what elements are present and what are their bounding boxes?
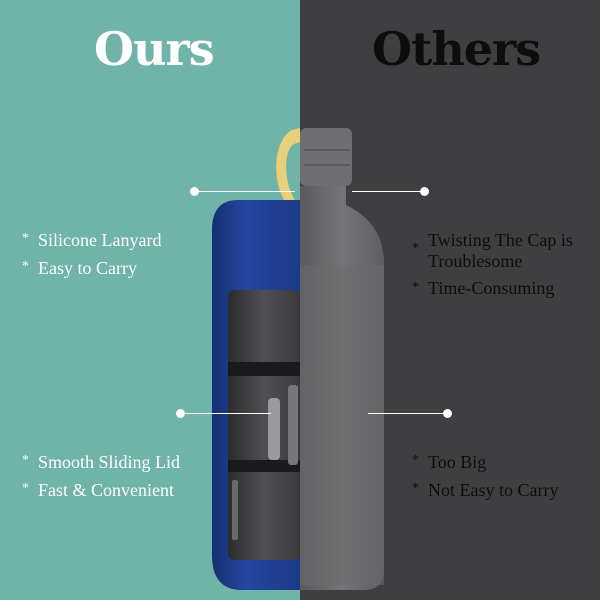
glass-window	[228, 290, 300, 560]
feature-item: *Easy to Carry	[22, 254, 161, 282]
callout-line-others-top	[352, 191, 422, 192]
star-bullet-icon: *	[412, 453, 419, 468]
callout-dot-ours-top	[190, 187, 199, 196]
feature-item: *Silicone Lanyard	[22, 226, 161, 254]
screw-cap	[300, 128, 352, 186]
feature-item: *Not Easy to Carry	[412, 476, 558, 504]
ours-top-features: *Silicone Lanyard *Easy to Carry	[22, 226, 161, 282]
callout-line-ours-top	[195, 191, 295, 192]
others-heading: Others	[372, 22, 541, 76]
feature-item: *Time-Consuming	[412, 278, 555, 298]
ours-heading: Ours	[94, 22, 215, 76]
callout-dot-others-bottom	[443, 409, 452, 418]
callout-line-others-bottom	[368, 413, 446, 414]
feature-item: *Fast & Convenient	[22, 476, 180, 504]
sliding-lid-band	[228, 362, 300, 376]
callout-line-ours-bottom	[181, 413, 271, 414]
others-top-features: *Twisting The Cap is Troublesome *Time-C…	[412, 230, 582, 305]
others-bottom-features: *Too Big *Not Easy to Carry	[412, 448, 558, 504]
star-bullet-icon: *	[22, 481, 29, 496]
ours-bottom-features: *Smooth Sliding Lid *Fast & Convenient	[22, 448, 180, 504]
others-bottle	[300, 128, 384, 590]
ours-bottle	[212, 128, 300, 590]
feature-item: *Twisting The Cap is Troublesome	[412, 230, 573, 271]
lanyard-icon	[276, 128, 300, 210]
star-bullet-icon: *	[22, 231, 29, 246]
star-bullet-icon: *	[412, 280, 419, 295]
star-bullet-icon: *	[412, 241, 419, 256]
star-bullet-icon: *	[412, 481, 419, 496]
feature-item: *Smooth Sliding Lid	[22, 448, 180, 476]
star-bullet-icon: *	[22, 453, 29, 468]
feature-item: *Too Big	[412, 448, 558, 476]
callout-dot-others-top	[420, 187, 429, 196]
star-bullet-icon: *	[22, 259, 29, 274]
callout-dot-ours-bottom	[176, 409, 185, 418]
